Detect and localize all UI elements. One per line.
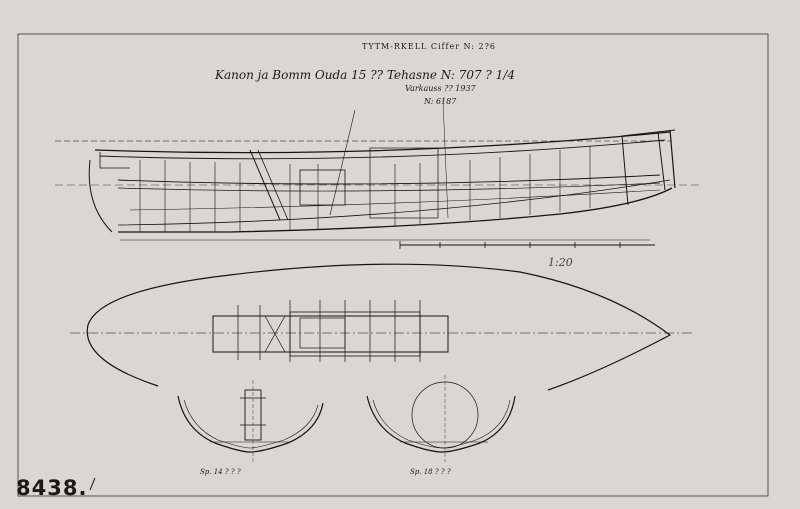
plan-view (70, 263, 695, 391)
section-right (366, 375, 516, 462)
drawing-title: Kanon ja Bomm Ouda 15 ?? Tehasne N: 707 … (215, 68, 515, 82)
drawing-subtitle: Varkauss ?? 1937 (405, 84, 476, 93)
drawing-number: N: 6187 (424, 97, 457, 106)
registry-stamp: TYTM-RKELL Ciffer N: 2?6 (362, 42, 496, 51)
section-right-label: Sp. 18 ? ? ? (410, 468, 451, 476)
sheet-border (17, 33, 769, 497)
side-profile (55, 99, 700, 249)
scale-label: 1:20 (548, 256, 573, 269)
section-left (177, 380, 324, 462)
archive-mark (89, 477, 96, 491)
section-left-label: Sp. 14 ? ? ? (200, 468, 241, 476)
archive-number: 8438. (16, 476, 88, 500)
